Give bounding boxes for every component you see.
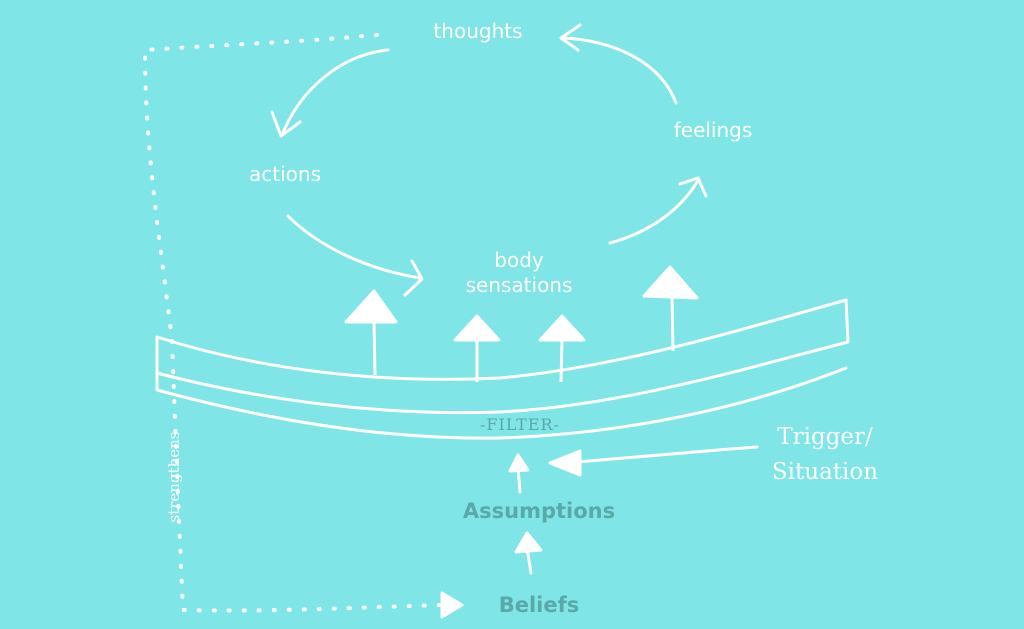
arrowhead-trigger xyxy=(548,449,582,477)
arrowhead-body xyxy=(403,259,424,297)
arrowhead-actions xyxy=(270,110,302,138)
node-actions: actions xyxy=(249,162,321,186)
up-arrow-1-stem xyxy=(372,321,377,376)
node-trigger-line2: Situation xyxy=(771,459,879,485)
node-trigger-line1: Trigger/ xyxy=(777,424,873,450)
arrow-body-to-feelings xyxy=(608,180,699,245)
up-arrow-3-stem xyxy=(559,339,564,383)
arrow-actions-to-body xyxy=(286,214,422,280)
arrowhead-beliefs xyxy=(440,591,464,619)
arrow-trigger-to-filter xyxy=(563,445,759,465)
node-body-sensations-line2: sensations xyxy=(465,273,573,297)
up-arrow-3-head xyxy=(538,314,586,342)
up-arrow-1-head xyxy=(344,289,398,324)
up-arrow-2-head xyxy=(453,314,501,342)
dotted-strengthens-path xyxy=(143,33,442,613)
filter-label: -FILTER- xyxy=(480,415,560,434)
node-assumptions: Assumptions xyxy=(462,499,616,523)
arrowhead-filter xyxy=(508,453,530,473)
up-arrow-4-head xyxy=(642,265,699,300)
strengthens-label: strengthens xyxy=(165,431,183,523)
up-arrow-4-stem xyxy=(670,295,675,352)
node-feelings: feelings xyxy=(673,118,753,142)
node-body-sensations-line1: body xyxy=(494,248,544,272)
filter-band-lower xyxy=(155,366,848,440)
node-thoughts: thoughts xyxy=(433,19,523,43)
arrowhead-feelings xyxy=(678,176,708,198)
arrow-feelings-to-thoughts xyxy=(561,36,678,105)
node-beliefs: Beliefs xyxy=(498,593,580,617)
filter-band xyxy=(155,298,850,415)
arrow-thoughts-to-actions xyxy=(280,48,390,137)
arrowhead-thoughts xyxy=(559,23,582,52)
arrowhead-assumptions xyxy=(514,531,543,554)
